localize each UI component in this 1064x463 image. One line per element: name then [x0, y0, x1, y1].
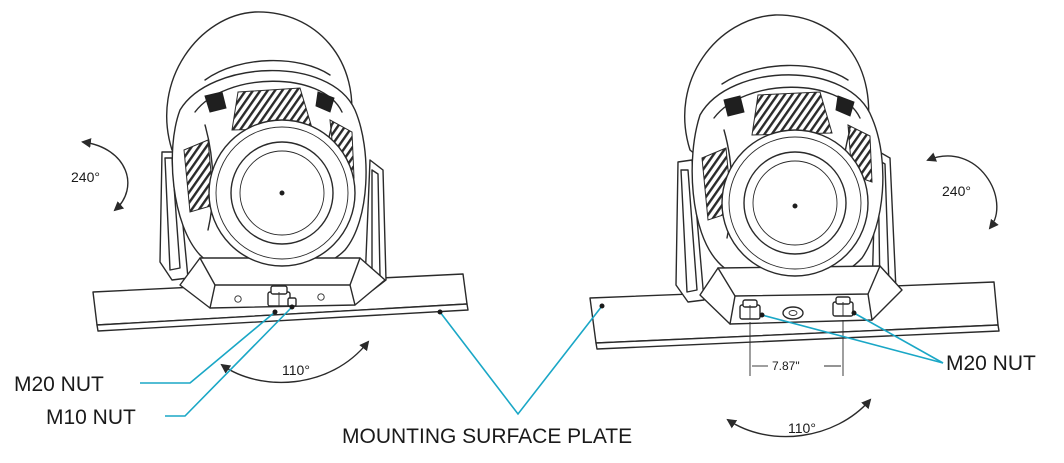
dimension-label: 7.87"	[772, 359, 800, 373]
left-m20-nut	[267, 285, 291, 307]
right-center-pivot	[782, 306, 804, 320]
callout-lines	[140, 303, 944, 417]
mounting-plate-label: MOUNTING SURFACE PLATE	[342, 425, 632, 448]
m20-nut-right-label: M20 NUT	[946, 352, 1036, 375]
left-fixture	[92, 11, 469, 332]
m10-nut-label: M10 NUT	[46, 406, 136, 429]
right-yoke	[675, 149, 897, 303]
dimension-marker: 7.87"	[749, 320, 844, 376]
right-m20-nut-left	[739, 299, 761, 320]
right-heatsink-top	[751, 91, 833, 136]
left-base	[179, 257, 386, 309]
right-pan-label: 110°	[788, 420, 816, 436]
left-pan-label: 110°	[282, 362, 310, 378]
m20-nut-left-label: M20 NUT	[14, 373, 104, 396]
right-fixture	[589, 14, 1000, 350]
left-pan-arrow	[220, 340, 370, 384]
right-pan-arrow	[726, 398, 872, 438]
left-tilt-label: 240°	[71, 169, 100, 185]
left-tilt-arrow	[81, 138, 129, 212]
right-tilt-label: 240°	[942, 183, 971, 199]
right-tilt-arrow	[926, 152, 999, 230]
right-lens	[721, 129, 869, 277]
right-m20-nut-right	[832, 296, 854, 317]
left-lens	[208, 119, 356, 267]
